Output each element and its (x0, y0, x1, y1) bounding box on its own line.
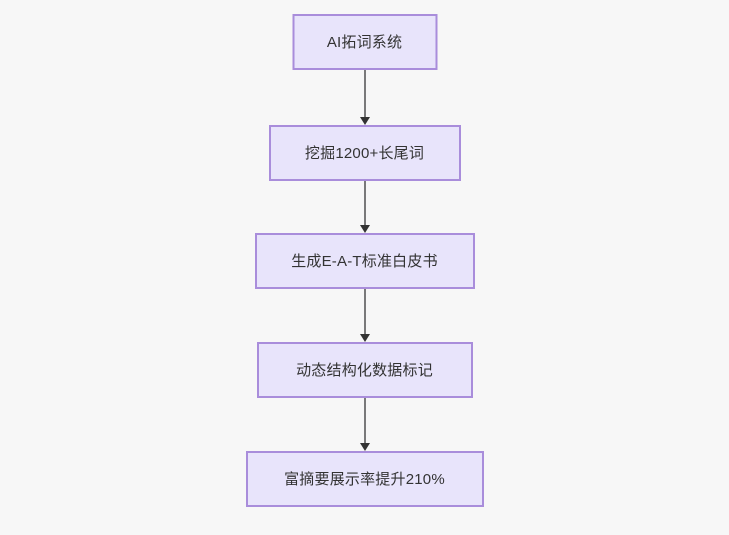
flowchart-node-mine-longtail-keywords[interactable]: 挖掘1200+长尾词 (268, 125, 461, 181)
node-label: 生成E-A-T标准白皮书 (291, 252, 438, 270)
flowchart-node-rich-snippet-impression-lift[interactable]: 富摘要展示率提升210% (245, 451, 484, 507)
flowchart-edge-n3-n4 (359, 398, 370, 451)
edge-line (363, 398, 366, 443)
node-label: 富摘要展示率提升210% (284, 470, 445, 488)
arrowhead-icon (359, 443, 370, 451)
node-label: AI拓词系统 (326, 33, 403, 51)
node-label: 动态结构化数据标记 (296, 361, 433, 379)
edge-line (363, 289, 366, 334)
arrowhead-icon (359, 117, 370, 125)
node-label: 挖掘1200+长尾词 (304, 144, 425, 162)
flowchart-node-ai-keyword-system[interactable]: AI拓词系统 (292, 14, 437, 70)
flowchart-edge-n2-n3 (359, 289, 370, 342)
flowchart-node-dynamic-structured-data-markup[interactable]: 动态结构化数据标记 (256, 342, 473, 398)
arrowhead-icon (359, 225, 370, 233)
flowchart-edge-n1-n2 (359, 181, 370, 233)
edge-line (363, 70, 366, 117)
flowchart-edge-n0-n1 (359, 70, 370, 125)
arrowhead-icon (359, 334, 370, 342)
flowchart-node-generate-eat-whitepaper[interactable]: 生成E-A-T标准白皮书 (254, 233, 475, 289)
edge-line (363, 181, 366, 225)
